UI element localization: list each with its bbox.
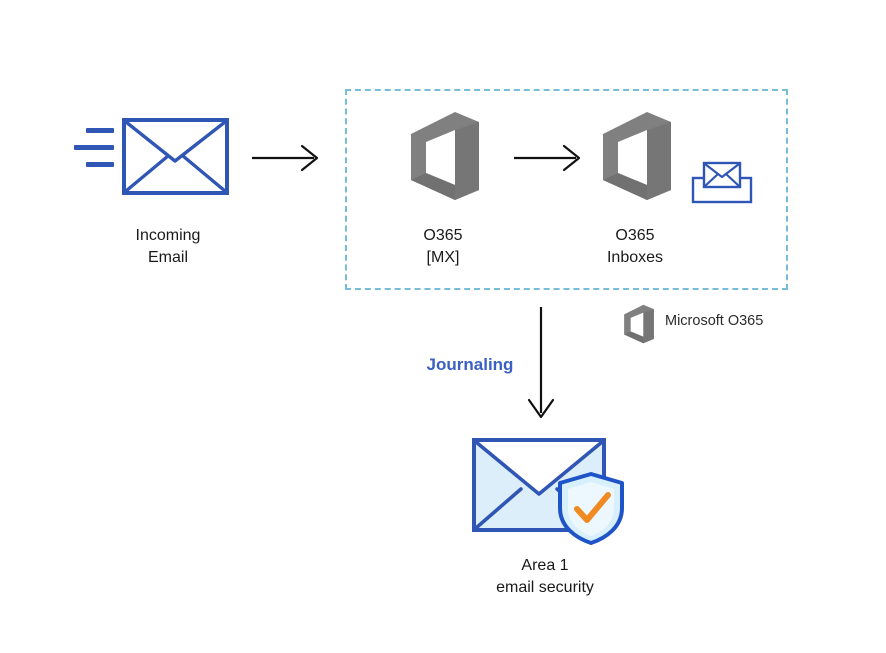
area1-email-security-node — [465, 432, 635, 547]
o365-mx-label: O365 [MX] — [423, 227, 463, 266]
o365-inboxes-node — [597, 108, 677, 204]
edge-incoming-to-mx — [252, 142, 324, 174]
incoming-email-node — [72, 118, 232, 214]
microsoft-o365-zone — [345, 89, 788, 290]
incoming-email-label: Incoming Email — [135, 227, 201, 266]
area1-email-security-label: Area 1 email security — [496, 557, 594, 596]
o365-mx-node — [405, 108, 485, 204]
shield-check-icon — [558, 472, 624, 545]
journaling-edge-label: Journaling — [426, 355, 514, 374]
microsoft-office-logo-icon — [411, 112, 479, 200]
o365-inboxes-label: O365 Inboxes — [606, 227, 664, 266]
envelope-icon — [122, 118, 229, 195]
microsoft-office-logo-icon — [624, 304, 654, 344]
microsoft-office-logo-icon — [603, 112, 671, 200]
inbox-tray-envelope-icon — [691, 160, 753, 206]
motion-lines-icon — [74, 128, 114, 167]
legend-microsoft-o365 — [620, 303, 658, 345]
edge-inboxes-to-area1 — [522, 305, 562, 425]
edge-mx-to-inboxes — [514, 142, 586, 174]
legend-label: Microsoft O365 — [665, 313, 764, 329]
